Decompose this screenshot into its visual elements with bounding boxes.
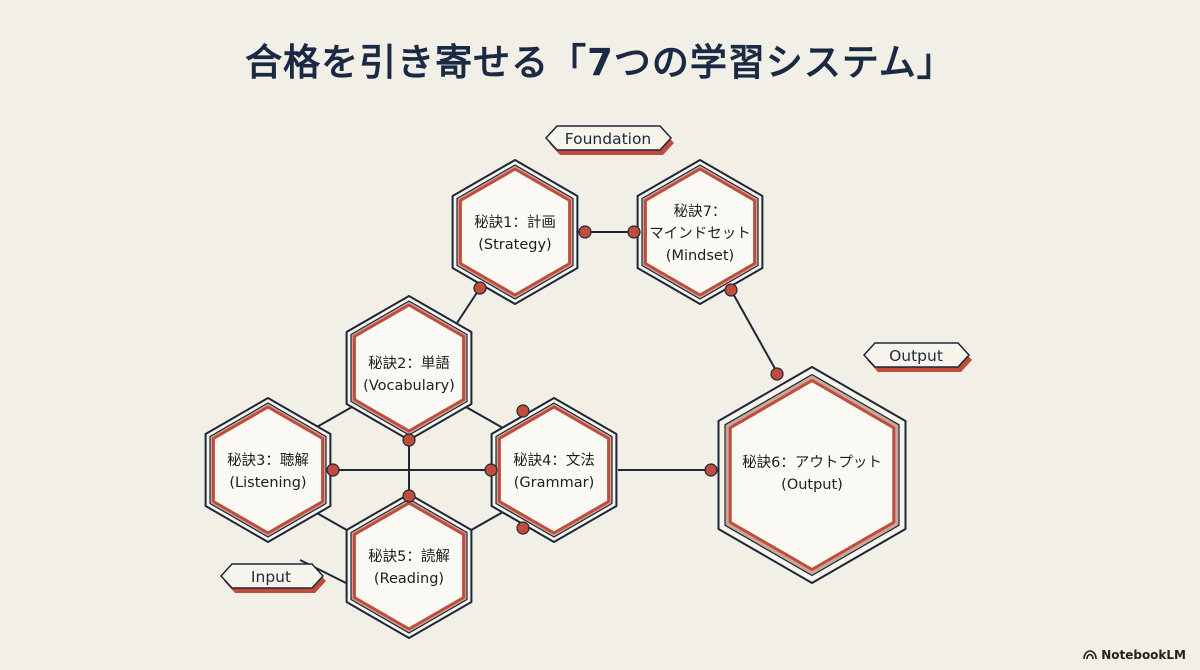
connector-dots — [326, 225, 784, 535]
tag-output: Output — [862, 342, 972, 372]
tag-input: Input — [219, 563, 326, 593]
dot — [724, 283, 738, 297]
node-6-face — [728, 379, 896, 571]
dot — [578, 225, 592, 239]
node-1-label: 秘訣1：計画 (Strategy) — [474, 214, 556, 253]
node-5-label: 秘訣5：読解 (Reading) — [368, 548, 450, 587]
node-6-hexagon — [717, 366, 907, 584]
tag-input-label: Input — [251, 568, 291, 586]
dot — [627, 225, 641, 239]
notebooklm-icon — [1083, 650, 1097, 660]
node-1-subtitle: (Strategy) — [478, 237, 551, 253]
notebooklm-logo: NotebookLM — [1083, 648, 1186, 662]
dot — [402, 433, 416, 447]
node-3-hexagon — [204, 397, 332, 543]
brand-label: NotebookLM — [1101, 648, 1186, 662]
node-1-title: 秘訣1：計画 — [474, 214, 556, 231]
node-3-label: 秘訣3：聴解 (Listening) — [227, 452, 309, 491]
dot — [402, 489, 416, 503]
node-7-title-cont: マインドセット — [649, 226, 751, 242]
node-1-hexagon — [451, 159, 579, 305]
node-2-subtitle: (Vocabulary) — [363, 378, 455, 394]
node-7-title: 秘訣7： — [674, 203, 727, 220]
node-4-hexagon — [490, 397, 618, 543]
node-7-hexagon — [636, 159, 764, 305]
node-7-face — [643, 167, 757, 297]
dot — [484, 463, 498, 477]
node-3-title: 秘訣3：聴解 — [227, 452, 309, 469]
node-6-subtitle: (Output) — [781, 477, 843, 493]
tag-output-label: Output — [889, 347, 943, 365]
link-1-2 — [456, 287, 481, 324]
node-4-label: 秘訣4：文法 (Grammar) — [513, 452, 595, 491]
node-3-face — [211, 405, 325, 535]
page-title: 合格を引き寄せる「7つの学習システム」 — [245, 41, 955, 84]
dot — [516, 404, 530, 418]
node-1-face — [458, 167, 572, 297]
node-5-title: 秘訣5：読解 — [368, 548, 450, 565]
node-6-title: 秘訣6：アウトプット — [742, 454, 882, 471]
node-4-subtitle: (Grammar) — [514, 475, 595, 491]
node-4-title: 秘訣4：文法 — [513, 452, 595, 469]
node-6-label: 秘訣6：アウトプット (Output) — [742, 454, 882, 493]
node-2-label: 秘訣2：単語 (Vocabulary) — [363, 355, 455, 394]
node-5-face — [352, 501, 466, 631]
dot — [473, 281, 487, 295]
node-2-hexagon — [345, 295, 473, 441]
tag-foundation-label: Foundation — [565, 130, 652, 148]
node-4-face — [497, 405, 611, 535]
tag-foundation: Foundation — [544, 125, 674, 155]
node-2-face — [352, 303, 466, 433]
dot — [326, 463, 340, 477]
dot — [770, 367, 784, 381]
dot — [704, 463, 718, 477]
dot — [516, 521, 530, 535]
node-7-label: 秘訣7： マインドセット (Mindset) — [649, 203, 751, 264]
node-5-hexagon — [345, 493, 473, 639]
node-3-subtitle: (Listening) — [229, 475, 306, 491]
hexagon-nodes — [204, 159, 907, 639]
node-7-subtitle: (Mindset) — [666, 248, 734, 264]
link-7-6 — [730, 289, 779, 375]
node-2-title: 秘訣2：単語 — [368, 355, 450, 372]
node-5-subtitle: (Reading) — [374, 571, 444, 587]
